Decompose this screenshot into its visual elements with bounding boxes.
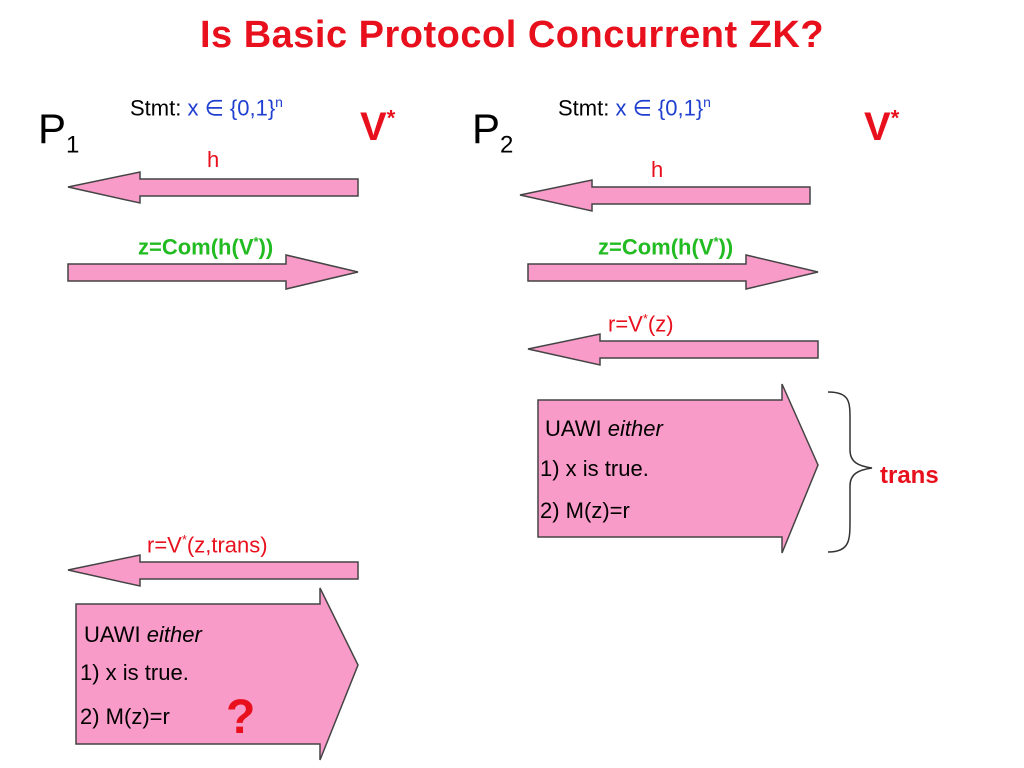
question-mark: ? [226,691,256,744]
prover-label: P2 [472,105,514,159]
right-arrow-z [67,254,359,290]
prover-label: P1 [38,105,80,159]
left-arrow-r [67,554,359,587]
message-h-label: h [651,157,664,182]
message-r-label: r=V*(z,trans) [147,532,268,558]
statement-label: Stmt: x ∈ {0,1}n [130,94,283,121]
verifier-label: V* [360,105,396,149]
curly-brace [827,391,873,553]
message-h-label: h [207,147,220,172]
verifier-label: V* [864,105,900,149]
statement-label: Stmt: x ∈ {0,1}n [558,94,711,121]
slide-title: Is Basic Protocol Concurrent ZK? [199,14,825,56]
message-r-label: r=V*(z) [608,311,674,337]
uawi-line-3: 2) M(z)=r [540,498,630,523]
message-z-label: z=Com(h(V*)) [138,234,274,260]
left-arrow-r [527,333,819,366]
uawi-line-1: UAWI either [84,622,202,647]
uawi-arrow-box [75,587,359,761]
right-arrow-z [527,254,819,290]
left-arrow-h [519,179,811,212]
uawi-arrow-box [537,383,819,554]
uawi-line-3: 2) M(z)=r [80,704,170,729]
uawi-line-1: UAWI either [545,416,663,441]
uawi-line-2: 1) x is true. [540,456,649,481]
left-arrow-h [67,171,359,204]
brace-label-trans: trans [880,462,939,489]
uawi-line-2: 1) x is true. [80,660,189,685]
message-z-label: z=Com(h(V*)) [598,234,734,260]
